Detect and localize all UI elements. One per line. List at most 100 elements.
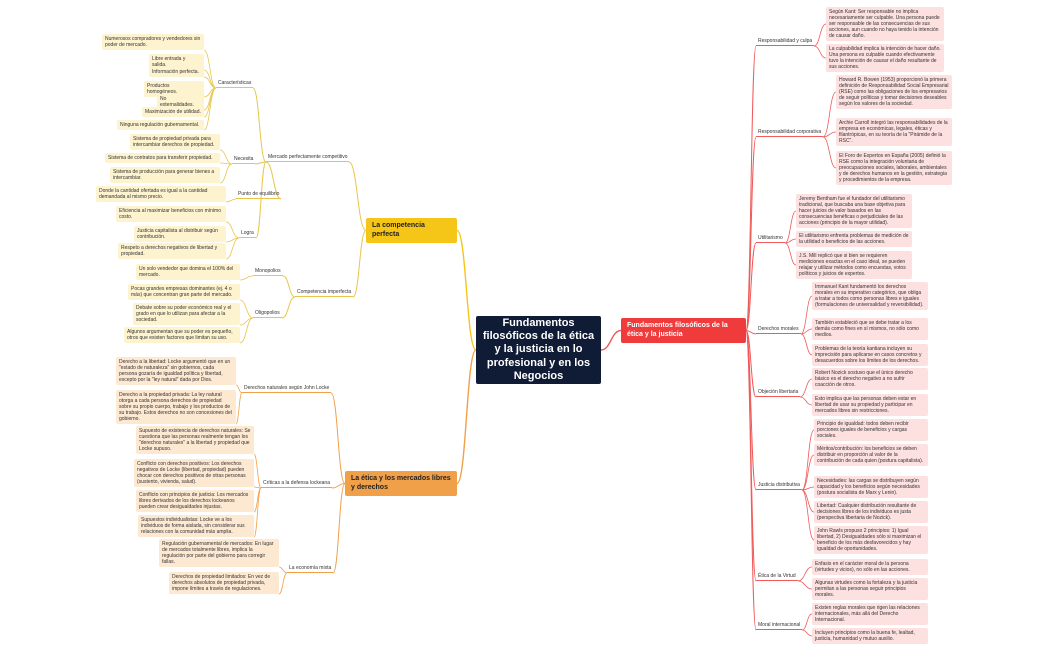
connector-line — [265, 161, 282, 200]
connector-line — [203, 76, 217, 89]
leaf-caracteristica[interactable]: No externalidades. — [157, 94, 204, 111]
leaf-responsabilidad-culpa[interactable]: La culpabilidad implica la intención de … — [826, 44, 944, 73]
leaf-necesita[interactable]: Sistema de contratos para transferir pro… — [105, 153, 220, 164]
connector-line — [281, 296, 296, 319]
topic-responsabilidad-corporativa[interactable]: Responsabilidad corporativa — [756, 128, 824, 138]
leaf-justicia-distributiva[interactable]: Méritos/contribución: los beneficios se … — [814, 444, 928, 467]
leaf-critica[interactable]: Conflicto con derechos positivos: Los de… — [134, 459, 254, 488]
leaf-logra[interactable]: Justicia capitalista al distribuir según… — [134, 226, 226, 243]
topic-utilitarismo[interactable]: Utilitarismo — [756, 234, 785, 244]
branch-etica-mercados-libres[interactable]: La ética y los mercados libres y derecho… — [345, 471, 457, 497]
connector-line — [822, 91, 837, 138]
connector-line — [239, 299, 254, 319]
connector-line — [219, 162, 233, 165]
leaf-etica-virtud[interactable]: Enfasis en el carácter moral de la perso… — [812, 559, 928, 576]
leaf-critica[interactable]: Supuestos individualistas: Locke ve a lo… — [138, 515, 254, 538]
leaf-responsabilidad-culpa[interactable]: Según Kant: Ser responsable no implica n… — [826, 7, 944, 42]
connector-line — [330, 392, 346, 484]
leaf-logra[interactable]: Eficiencia al maximizar beneficios con m… — [116, 206, 226, 223]
leaf-critica[interactable]: Supuesto de existencia de derechos natur… — [136, 426, 254, 455]
leaf-responsabilidad-corporativa[interactable]: Howard R. Bowen (1953) proporcionó la pr… — [836, 75, 952, 110]
leaf-justicia-distributiva[interactable]: Principio de igualdad: todos deben recib… — [814, 419, 928, 442]
topic-necesita[interactable]: Necesita — [232, 155, 256, 165]
leaf-equilibrio[interactable]: Donde la cantidad ofertada es igual a la… — [96, 186, 226, 203]
branch-fundamentos-filosoficos[interactable]: Fundamentos filosóficos de la ética y la… — [621, 318, 746, 344]
leaf-caracteristica[interactable]: Maximización de utilidad. — [142, 107, 204, 118]
leaf-caracteristica[interactable]: Productos homogéneos. — [144, 81, 204, 98]
topic-punto-equilibrio[interactable]: Punto de equilibrio — [236, 190, 282, 200]
connector-line — [784, 210, 797, 244]
leaf-oligopolio[interactable]: Pocas grandes empresas dominantes (ej. 4… — [128, 284, 240, 301]
leaf-caracteristica[interactable]: Numerosos compradores y vendedores sin p… — [102, 34, 204, 51]
leaf-justicia-distributiva[interactable]: John Rawls propuso 2 principios: 1) Igua… — [814, 526, 928, 555]
topic-objecion-libertaria[interactable]: Objeción libertaria — [756, 388, 801, 398]
connector-line — [745, 330, 757, 631]
connector-line — [801, 613, 813, 631]
leaf-locke[interactable]: Derecho a la libertad: Locke argumentó q… — [116, 357, 236, 386]
leaf-monopolio[interactable]: Un solo vendedor que domina el 100% del … — [136, 264, 240, 281]
leaf-caracteristica[interactable]: Información perfecta. — [149, 67, 204, 78]
leaf-moral-internacional[interactable]: Incluyen principios como la buena fe, le… — [812, 628, 928, 645]
leaf-responsabilidad-corporativa[interactable]: Archie Carroll integró las responsabilid… — [836, 118, 952, 147]
topic-derechos-morales[interactable]: Derechos morales — [756, 325, 801, 335]
topic-etica-virtud[interactable]: Ética de la Virtud — [756, 572, 798, 582]
topic-oligopolios[interactable]: Oligopolios — [253, 309, 282, 319]
connector-line — [799, 378, 813, 398]
connector-line — [352, 230, 367, 298]
leaf-necesita[interactable]: Sistema de producción para generar biene… — [110, 167, 220, 184]
leaf-derechos-morales[interactable]: También estableció que se debe tratar a … — [812, 318, 928, 341]
leaf-locke[interactable]: Derecho a la propiedad privada: La ley n… — [116, 390, 236, 425]
connector-line — [255, 161, 267, 239]
topic-caracteristicas[interactable]: Características — [216, 79, 254, 89]
topic-moral-internacional[interactable]: Moral internacional — [756, 621, 803, 631]
topic-competencia-imperfecta[interactable]: Competencia imperfecta — [295, 288, 354, 298]
topic-justicia-distributiva[interactable]: Justicia distributiva — [756, 481, 802, 491]
leaf-utilitarismo[interactable]: Jeremy Bentham fue el fundador del utili… — [796, 194, 912, 229]
leaf-utilitarismo[interactable]: El utilitarismo enfrenta problemas de me… — [796, 231, 912, 248]
leaf-etica-virtud[interactable]: Algunas virtudes como la fortaleza y la … — [812, 578, 928, 601]
topic-mercado-perfectamente-competitivo[interactable]: Mercado perfectamente competitivo — [266, 153, 350, 163]
connector-line — [800, 328, 813, 335]
topic-economia-mixta[interactable]: La economía mixta — [287, 564, 334, 574]
connector-line — [235, 392, 243, 425]
leaf-caracteristica[interactable]: Libre entrada y salida. — [149, 54, 204, 71]
topic-derechos-naturales-locke[interactable]: Derechos naturales según John Locke — [242, 384, 332, 394]
leaf-objecion-libertaria[interactable]: Robert Nozick sostuvo que el único derec… — [812, 368, 928, 391]
central-topic[interactable]: Fundamentos filosóficos de la ética y la… — [476, 316, 601, 384]
topic-monopolios[interactable]: Monopolios — [253, 267, 283, 277]
leaf-derechos-morales[interactable]: Problemas de la teoría kantiana incluyen… — [812, 344, 928, 367]
leaf-objecion-libertaria[interactable]: Esto implica que las personas deben esta… — [812, 394, 928, 417]
leaf-logra[interactable]: Respeto a derechos negativos de libertad… — [118, 243, 226, 260]
topic-logra[interactable]: Logra — [239, 229, 256, 239]
leaf-economia-mixta[interactable]: Regulación gubernamental de mercados: En… — [159, 539, 279, 568]
leaf-justicia-distributiva[interactable]: Necesidades: las cargas se distribuyen s… — [814, 476, 928, 499]
connector-line — [219, 149, 233, 165]
leaf-oligopolio[interactable]: Algunos argumentan que su poder es peque… — [124, 327, 240, 344]
connector-line — [225, 237, 240, 260]
connector-line — [239, 275, 254, 281]
connector-line — [219, 163, 233, 184]
connector-line — [801, 489, 815, 541]
connector-line — [203, 87, 217, 131]
leaf-oligopolio[interactable]: Debate sobre su poder económico real y e… — [133, 303, 240, 326]
connector-line — [813, 23, 827, 47]
connector-line — [822, 131, 837, 138]
leaf-responsabilidad-corporativa[interactable]: El Foro de Expertos en España (2005) def… — [836, 151, 952, 186]
leaf-critica[interactable]: Conflicto con principios de justicia: Lo… — [136, 490, 254, 513]
leaf-utilitarismo[interactable]: J.S. Mill replicó que si bien se requier… — [796, 251, 912, 280]
leaf-caracteristica[interactable]: Ninguna regulación gubernamental. — [117, 120, 204, 131]
topic-criticas-lockeana[interactable]: Críticas a la defensa lockeana — [261, 479, 332, 489]
leaf-economia-mixta[interactable]: Derechos de propiedad limitados: En vez … — [169, 572, 279, 595]
leaf-justicia-distributiva[interactable]: Libertad: Cualquier distribución resulta… — [814, 501, 928, 524]
connector-line — [813, 45, 827, 59]
connector-line — [797, 580, 813, 590]
connector-line — [745, 330, 757, 398]
topic-responsabilidad-y-culpa[interactable]: Responsabilidad y culpa — [756, 37, 815, 47]
branch-competencia-perfecta[interactable]: La competencia perfecta — [366, 218, 457, 244]
connector-line — [801, 429, 815, 491]
leaf-necesita[interactable]: Sistema de propiedad privada para interc… — [130, 134, 220, 151]
connector-line — [253, 486, 262, 489]
leaf-derechos-morales[interactable]: Immanuel Kant fundamentó los derechos mo… — [812, 282, 928, 311]
leaf-moral-internacional[interactable]: Existen reglas morales que rigen las rel… — [812, 603, 928, 626]
